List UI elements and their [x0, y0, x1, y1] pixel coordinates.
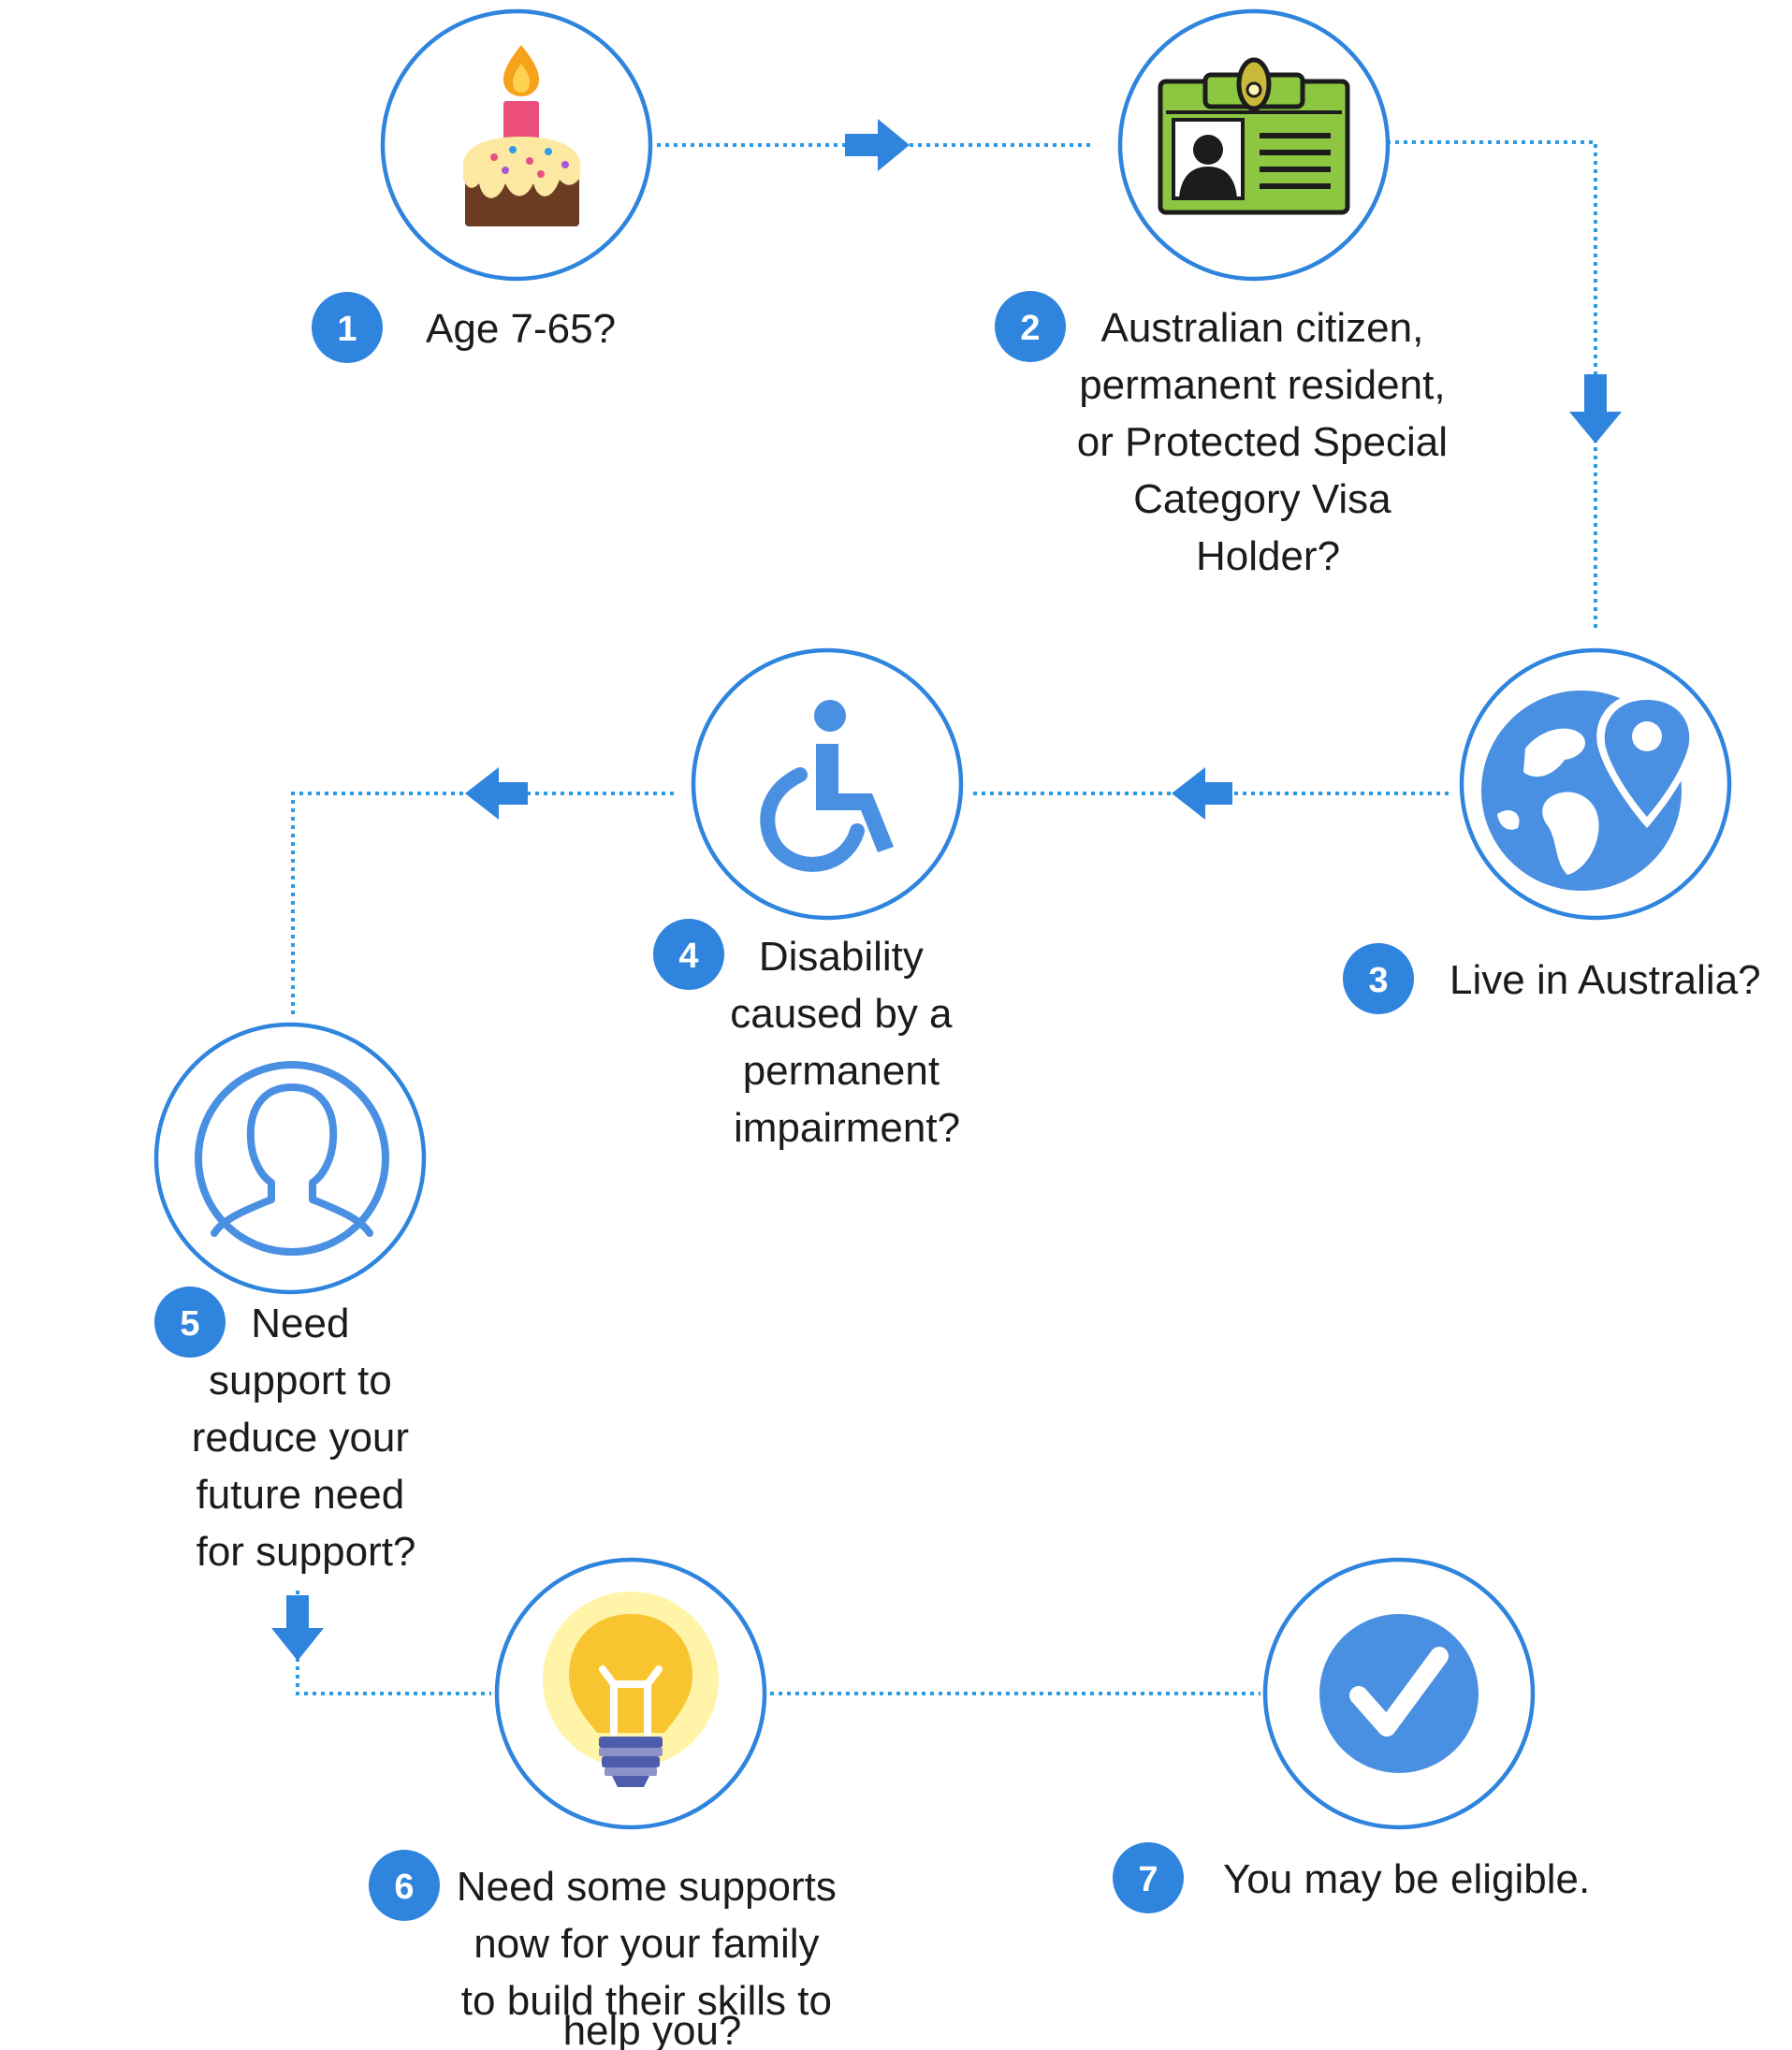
step-4-label-line: Disability [759, 934, 924, 980]
wheelchair-icon [760, 700, 894, 872]
step-6-badge [369, 1850, 440, 1921]
step-2: 2 Australian citizen, permanent resident… [995, 8, 1459, 579]
step-3-badge [1343, 943, 1414, 1014]
id-card-icon [1158, 57, 1350, 215]
step-6-label-line: to build their skills to [461, 1978, 832, 2024]
step-2-badge [995, 291, 1066, 362]
checkmark-icon [1319, 1614, 1479, 1773]
step-4: 4 Disability caused by a permanent impai… [653, 647, 964, 1151]
step-6-label-line: now for your family [473, 1921, 819, 1967]
connector-2-3 [1387, 140, 1597, 632]
arrow-left [1172, 767, 1232, 820]
step-4-label-line: permanent [743, 1048, 940, 1094]
arrow-right [845, 119, 910, 171]
birthday-cake-icon [463, 45, 580, 226]
step-1-badge [312, 292, 383, 363]
step-4-label-line: impairment? [734, 1105, 960, 1151]
step-6-label: Need some supports now for your family t… [457, 1864, 848, 2050]
step-5-label-line: support to [209, 1358, 392, 1403]
step-1-label: Age 7-65? [426, 306, 616, 352]
step-5-label-line: Need [251, 1301, 349, 1346]
step-5-label-line: future need [197, 1472, 405, 1518]
step-2-label-line: permanent resident, [1079, 362, 1445, 408]
step-5-label: Need support to reduce your future need … [192, 1301, 421, 1575]
step-6-label-line: help you? [563, 2008, 742, 2050]
step-2-label-line: Category Visa [1133, 476, 1391, 522]
step-7-label-line: You may be eligible. [1223, 1856, 1590, 1902]
step-2-label-line: or Protected Special [1077, 419, 1448, 465]
arrow-down [1569, 374, 1622, 443]
arrow-down [271, 1595, 324, 1661]
step-4-label: Disability caused by a permanent impairm… [730, 934, 964, 1151]
step-2-number: 2 [1020, 309, 1040, 348]
step-6: 6 Need some supports now for your family… [369, 1557, 848, 2050]
step-1-number: 1 [337, 310, 357, 349]
step-6-label-line: Need some supports [457, 1864, 837, 1910]
connector-5-6 [296, 1591, 491, 1695]
person-icon [195, 1061, 389, 1256]
step-5-badge [154, 1287, 226, 1358]
step-2-label-line: Australian citizen, [1100, 305, 1423, 351]
step-5-number: 5 [180, 1304, 199, 1344]
step-3: 3 Live in Australia? [1343, 647, 1761, 1014]
step-2-label: Australian citizen, permanent resident, … [1077, 305, 1459, 579]
connector-4-5 [291, 792, 674, 1015]
step-7-badge [1113, 1842, 1184, 1913]
step-7: 7 You may be eligible. [1113, 1557, 1590, 1913]
arrow-left [465, 767, 528, 820]
step-7-label: You may be eligible. [1223, 1856, 1590, 1902]
step-4-number: 4 [678, 937, 698, 976]
step-1: 1 Age 7-65? [312, 8, 653, 363]
step-3-label-line: Live in Australia? [1450, 957, 1761, 1003]
step-4-label-line: caused by a [730, 991, 953, 1037]
step-3-label: Live in Australia? [1450, 957, 1761, 1003]
step-5-label-line: reduce your [192, 1415, 409, 1461]
step-7-number: 7 [1138, 1860, 1158, 1899]
step-2-label-line: Holder? [1196, 533, 1340, 579]
step-1-label-line: Age 7-65? [426, 306, 616, 352]
step-5-label-line: for support? [197, 1529, 416, 1575]
step-3-number: 3 [1368, 961, 1388, 1000]
step-6-number: 6 [394, 1868, 414, 1907]
globe-location-icon [1481, 691, 1697, 891]
step-4-badge [653, 919, 724, 990]
step-5: 5 Need support to reduce your future nee… [153, 1022, 427, 1575]
arrows [271, 119, 1622, 1661]
lightbulb-icon [543, 1592, 719, 1787]
